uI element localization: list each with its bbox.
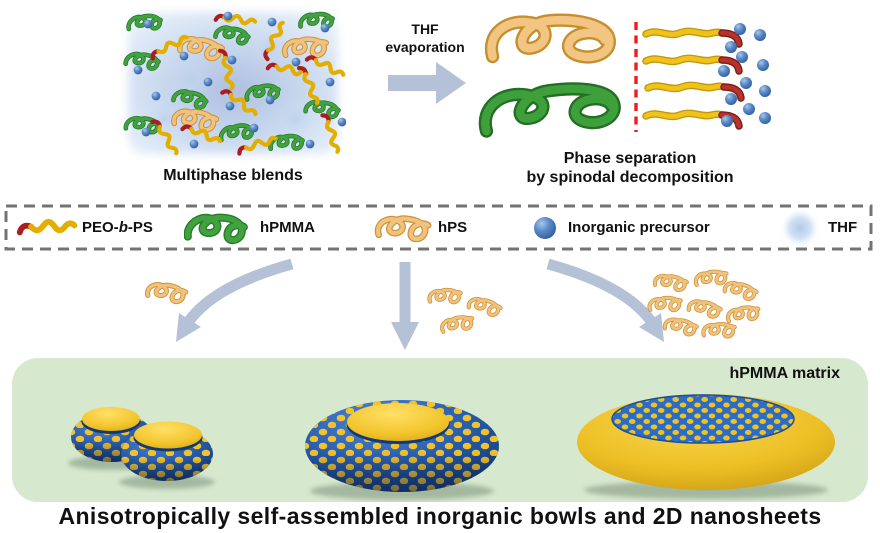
thf-icon xyxy=(781,209,819,247)
hpmma-icon xyxy=(184,211,252,245)
hps-coil-large xyxy=(484,13,616,64)
multiphase-blends-illustration xyxy=(120,4,346,162)
hps-icon xyxy=(372,212,434,242)
hps-cluster-middle xyxy=(429,289,502,335)
curved-arrow-right-icon xyxy=(546,258,664,342)
bowl-pair xyxy=(68,407,215,489)
bowl-large xyxy=(305,400,499,500)
hpmma-matrix-label: hPMMA matrix xyxy=(729,365,840,382)
inorganic-precursor-label: Inorganic precursor xyxy=(568,219,710,236)
assembled-structures xyxy=(68,394,835,500)
assembly-arrows xyxy=(0,258,880,350)
precursor-spheres xyxy=(718,23,771,127)
peo-b-ps-icon xyxy=(16,216,80,240)
legend-border xyxy=(4,204,873,251)
curved-arrow-left-icon xyxy=(176,258,294,342)
hps-cluster-right xyxy=(649,269,760,338)
hps-cluster-left xyxy=(147,283,186,302)
inorganic-precursor-icon xyxy=(534,217,556,239)
legend-box: PEO-b-PS hPMMA hPS Inorganic precursor T… xyxy=(4,204,873,251)
hps-label: hPS xyxy=(438,219,468,236)
right-arrow-icon xyxy=(388,62,466,104)
nanosheet-disc xyxy=(577,394,835,499)
hpmma-matrix-panel: hPMMA matrix xyxy=(12,358,868,502)
peo-b-ps-label: PEO-b-PS xyxy=(82,219,153,236)
figure-caption: Anisotropically self-assembled inorganic… xyxy=(58,503,822,529)
multiphase-blends-label: Multiphase blends xyxy=(163,167,303,184)
phase-separation-label: Phase separation by spinodal decompositi… xyxy=(526,150,734,186)
straight-arrow-middle-icon xyxy=(391,262,419,350)
thf-evaporation-label: THF evaporation xyxy=(385,21,465,55)
hpmma-coil-large xyxy=(478,82,621,138)
hpmma-label: hPMMA xyxy=(260,219,315,236)
thf-label-legend: THF xyxy=(828,219,858,236)
phase-separation-illustration xyxy=(478,13,771,138)
